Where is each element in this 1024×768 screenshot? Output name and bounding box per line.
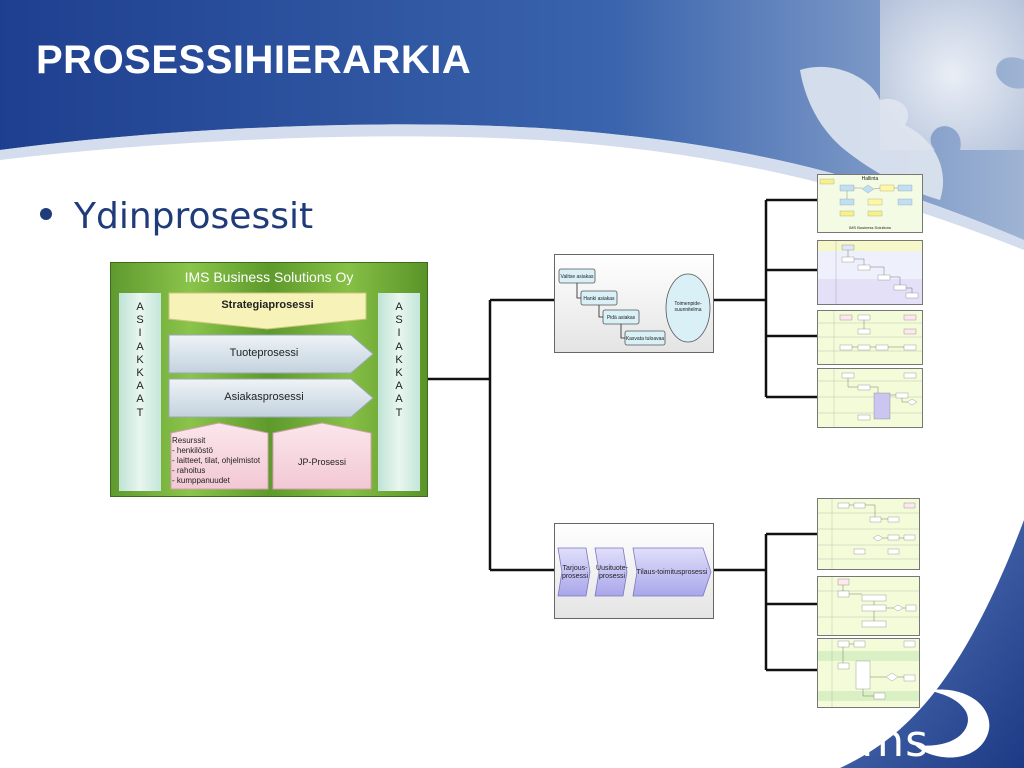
flowchart-thumbnail-1-drawing xyxy=(818,175,922,232)
flowchart-thumbnail-7-drawing xyxy=(818,639,919,707)
flowchart-thumbnail-5 xyxy=(817,498,920,570)
resources-heading: Resurssit xyxy=(172,436,206,445)
process-shapes xyxy=(168,292,374,490)
resource-item: - rahoitus xyxy=(172,466,206,475)
product-arrow xyxy=(168,334,374,374)
bullet-ydinprosessit: Ydinprosessit xyxy=(40,196,313,237)
resources-text: Resurssit - henkilöstö - laitteet, tilat… xyxy=(172,436,260,486)
side-letter: A xyxy=(395,340,403,353)
left-customer-column xyxy=(119,293,161,491)
flowchart-thumbnail-2-drawing xyxy=(818,241,922,304)
flowchart-thumbnail-4-drawing xyxy=(818,369,922,427)
customer-steps-shapes xyxy=(558,268,711,346)
step-kasvata: Kasvata tuloavaa xyxy=(625,336,665,342)
side-letter: S xyxy=(136,314,144,327)
flowchart-thumbnail-1: Hallinta IMS Business Solutions xyxy=(817,174,923,233)
resource-item: - laitteet, tilat, ohjelmistot xyxy=(172,456,261,465)
side-letter: I xyxy=(397,327,401,340)
ims-logo: ims xyxy=(848,716,930,767)
step-hanki: Hanki asiakas xyxy=(583,296,615,302)
step-tilaus-toimitus: Tilaus-toimitusprosessi xyxy=(636,569,708,576)
jp-process-label: JP-Prosessi xyxy=(297,457,346,467)
side-letter: T xyxy=(136,406,144,419)
oval-toimenpide: Toimenpide- suunnitelma xyxy=(674,301,702,313)
jp-house xyxy=(272,422,372,490)
flowchart-thumbnail-3 xyxy=(817,310,923,365)
side-letter: T xyxy=(395,406,403,419)
customer-process-label: Asiakasprosessi xyxy=(224,391,304,403)
company-name: IMS Business Solutions Oy xyxy=(184,269,354,285)
side-letter: K xyxy=(395,367,403,380)
side-letter: A xyxy=(395,393,403,406)
flowchart-thumbnail-6-drawing xyxy=(818,577,919,635)
side-letter: A xyxy=(136,340,144,353)
resources-house xyxy=(170,422,269,490)
step-valitse: Valitse asiakas xyxy=(560,274,594,280)
step-pida: Pidä asiakas xyxy=(606,315,636,321)
side-letter: A xyxy=(395,301,403,313)
right-customer-column xyxy=(378,293,420,491)
slide-title: PROSESSIHIERARKIA xyxy=(36,38,472,82)
flowchart-thumbnail-5-drawing xyxy=(818,499,919,569)
customer-process-detail: Valitse asiakas Hanki asiakas Pidä asiak… xyxy=(554,254,714,353)
resource-item: - kumppanuudet xyxy=(172,476,230,485)
side-letter: K xyxy=(136,367,144,380)
side-letter: A xyxy=(136,380,144,393)
product-process-detail: Tarjous- prosessi Uusituote- prosessi Ti… xyxy=(554,523,714,619)
strategy-label: Strategiaprosessi xyxy=(221,299,314,311)
side-letter: S xyxy=(395,314,403,327)
thumbnail-title: Hallinta xyxy=(861,176,879,182)
bullet-dot-icon xyxy=(40,208,52,220)
product-steps-shapes xyxy=(557,547,712,597)
resource-item: - henkilöstö xyxy=(172,446,213,455)
thumbnail-footer: IMS Business Solutions xyxy=(848,225,892,230)
side-letter: A xyxy=(136,393,144,406)
side-letter: K xyxy=(136,353,144,366)
flowchart-thumbnail-6 xyxy=(817,576,920,636)
strategy-chevron xyxy=(168,292,367,330)
step-tarjous: Tarjous- prosessi xyxy=(561,565,589,580)
product-process-label: Tuoteprosessi xyxy=(229,347,299,359)
bullet-text: Ydinprosessit xyxy=(74,196,314,237)
flowchart-thumbnail-7 xyxy=(817,638,920,708)
side-letter: A xyxy=(395,380,403,393)
flowchart-thumbnail-3-drawing xyxy=(818,311,922,364)
flowchart-thumbnail-2 xyxy=(817,240,923,305)
customer-arrow xyxy=(168,378,374,418)
step-uusituote: Uusituote- prosessi xyxy=(596,565,628,580)
side-letter: I xyxy=(138,327,142,340)
side-letter: K xyxy=(395,353,403,366)
side-letter: A xyxy=(136,301,144,313)
connector-lines xyxy=(426,198,817,672)
flowchart-thumbnail-4 xyxy=(817,368,923,428)
